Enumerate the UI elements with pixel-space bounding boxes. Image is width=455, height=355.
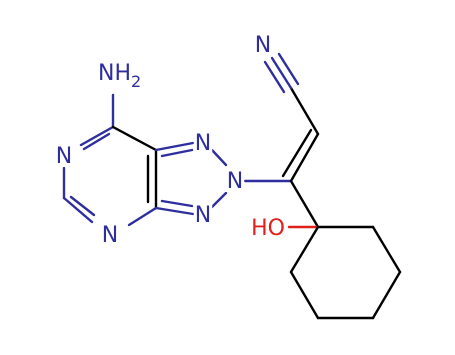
bond-n-bottom-c3a-inner	[160, 199, 194, 208]
bond-ring-5	[289, 270, 320, 320]
nitrile-n-label: N	[255, 33, 271, 58]
bond-n-bottom-c3a	[127, 206, 158, 227]
bond-nitrile-3	[277, 52, 300, 86]
bond-c7-n-left	[79, 125, 115, 147]
label-mask	[193, 133, 213, 154]
bond-ch-n-bottom	[62, 196, 94, 224]
bond-vinyl-cyclohexyl	[289, 179, 320, 229]
atom-label-set: NH2 N N N N N N HO	[54, 33, 286, 248]
pyrimidine-n-left-label: N	[56, 144, 72, 169]
bond-n-bottom-c3a	[154, 206, 195, 216]
label-mask	[54, 146, 74, 167]
bond-vinyl-double-inner	[281, 128, 313, 178]
label-mask	[193, 205, 213, 226]
bond-ch-cn	[289, 86, 320, 136]
amine-label: NH2	[98, 61, 141, 91]
bond-ring-2	[371, 225, 402, 274]
hydroxyl-label: HO	[251, 216, 285, 241]
bond-n-top-n-center	[210, 148, 228, 167]
triazole-n-center-label: N	[227, 169, 243, 194]
bond-ring-3	[371, 270, 402, 320]
bond-set	[62, 52, 402, 320]
bond-ring-6	[289, 225, 320, 274]
bond-vinyl-double-outer	[289, 132, 320, 183]
label-mask	[97, 63, 143, 89]
bond-c7a-n-top-inner	[160, 148, 194, 158]
triazole-n-bottom-label: N	[195, 203, 211, 228]
label-mask	[100, 225, 120, 246]
label-mask	[253, 35, 273, 56]
bond-c7a-c7	[111, 125, 158, 152]
pyrimidine-n-bottom-label: N	[102, 223, 118, 248]
bond-c7-n-left-inner	[82, 132, 111, 151]
triazole-n-top-label: N	[195, 131, 211, 156]
bond-ch-n-bottom-inner	[69, 195, 96, 217]
bond-nitrile-2	[263, 60, 286, 94]
label-mask	[250, 218, 286, 239]
amine-subscript: 2	[131, 72, 141, 91]
bond-c7a-n-top	[154, 141, 195, 152]
bond-nitrile-1	[270, 56, 293, 90]
label-mask	[225, 171, 245, 192]
bond-n-center-n-bottom	[210, 191, 228, 209]
